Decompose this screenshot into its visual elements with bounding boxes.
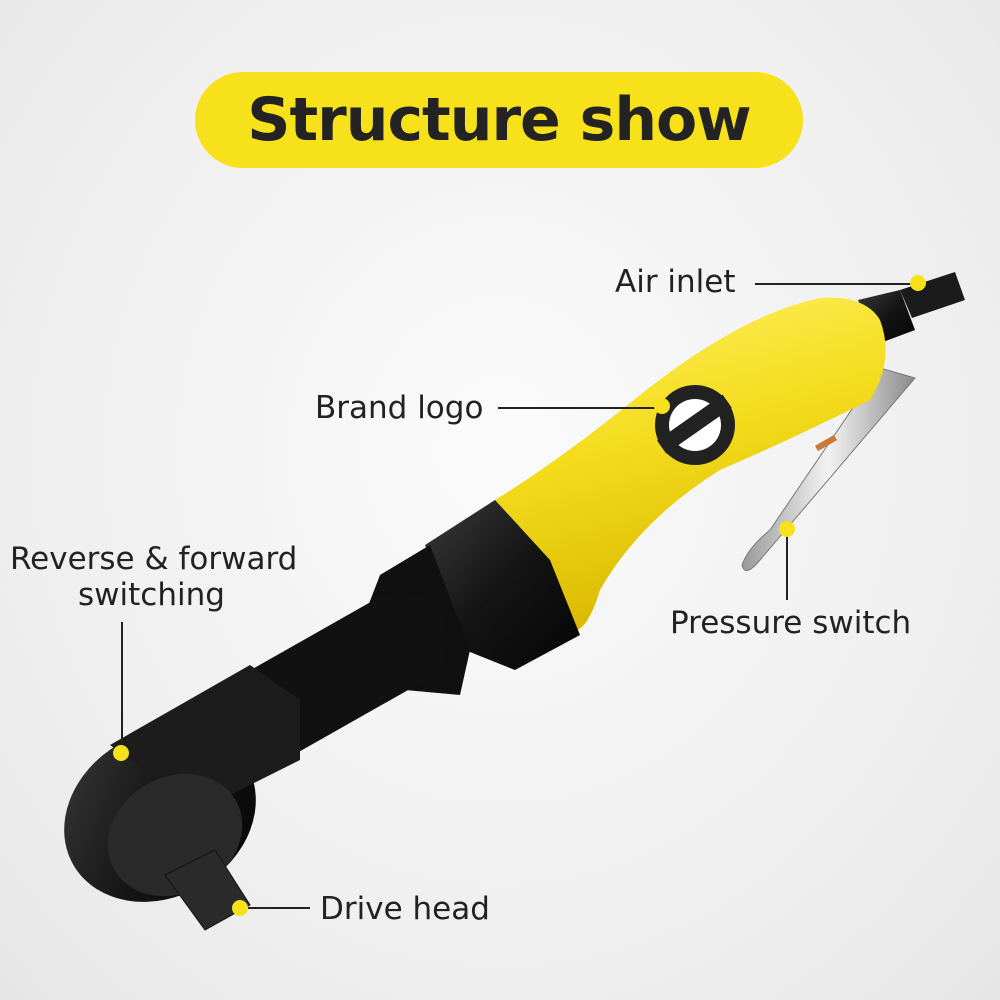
square-drive	[164, 849, 251, 931]
label-drive-head: Drive head	[320, 891, 490, 927]
label-brand-logo: Brand logo	[315, 390, 484, 426]
pressure-switch-dot	[779, 521, 795, 537]
brand-logo-dot	[654, 398, 670, 414]
label-reverse-forward-line1: Reverse & forward	[10, 541, 298, 577]
drive-head-housing	[64, 665, 300, 902]
drive-head-dot	[232, 900, 248, 916]
reverse-switch-dot	[113, 745, 129, 761]
label-air-inlet: Air inlet	[615, 264, 736, 300]
label-reverse-forward-line2: switching	[78, 577, 225, 613]
page-title: Structure show	[247, 85, 751, 155]
label-pressure-switch: Pressure switch	[670, 605, 912, 641]
pressure-switch-lever	[741, 367, 916, 571]
hex-nut	[425, 500, 580, 670]
annotation-markers	[121, 283, 912, 909]
title-banner: Structure show	[195, 72, 803, 168]
air-inlet-dot	[910, 275, 926, 291]
brand-logo	[655, 385, 735, 465]
